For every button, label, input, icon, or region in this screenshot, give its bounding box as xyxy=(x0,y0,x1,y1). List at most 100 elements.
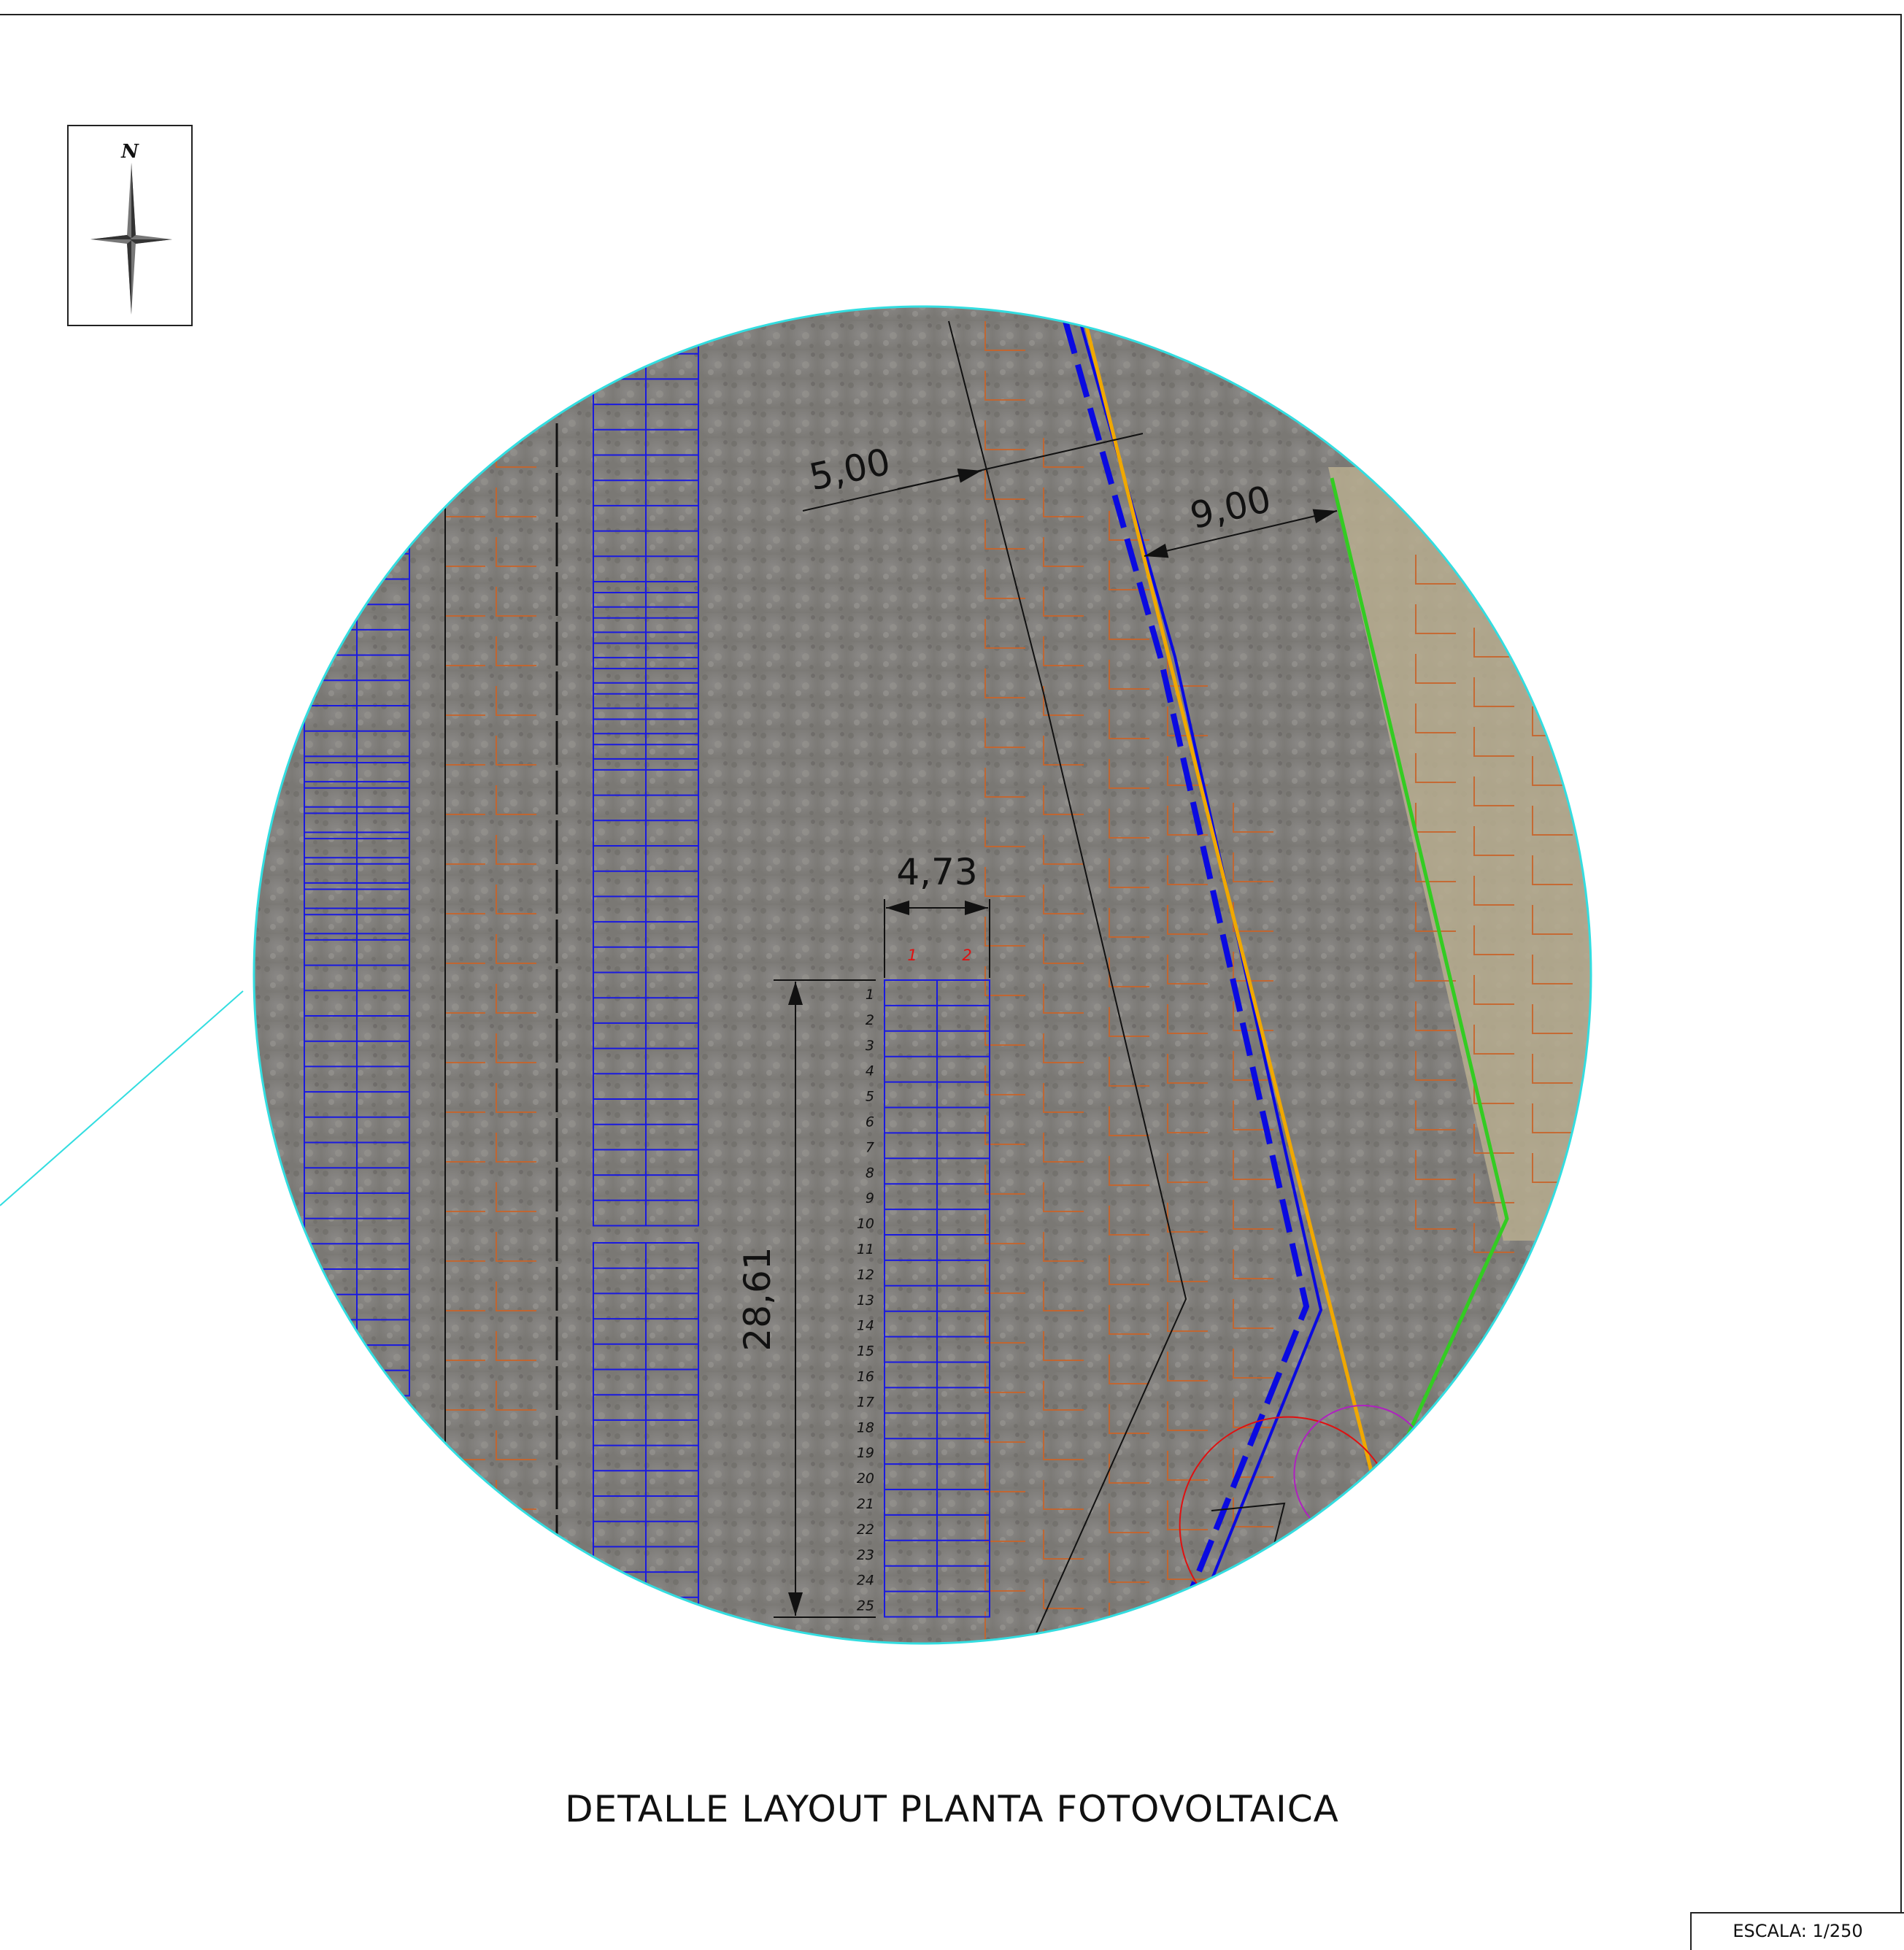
hatch-mark xyxy=(984,668,1025,698)
row-number-label: 23 xyxy=(857,1547,874,1563)
compass-rose-icon xyxy=(90,163,172,315)
hatch-mark xyxy=(984,817,1025,847)
hatch-mark xyxy=(1415,902,1456,932)
hatch-mark xyxy=(1532,657,1573,687)
site-boundary xyxy=(1330,477,1509,1435)
hatch-mark xyxy=(1167,1252,1208,1282)
scale-label: ESCALA: 1/250 xyxy=(1733,1921,1863,1941)
row-number-label: 9 xyxy=(866,1190,874,1206)
hatch-mark xyxy=(1233,1349,1273,1379)
viewport-circle xyxy=(253,305,1592,1645)
hatch-mark xyxy=(1109,809,1149,839)
row-number-label: 6 xyxy=(866,1114,874,1130)
hatch-mark xyxy=(1043,1083,1084,1113)
row-number-label: 18 xyxy=(857,1419,874,1435)
hatch-mark xyxy=(1043,1331,1084,1361)
hatch-mark xyxy=(496,1381,536,1411)
hatch-mark xyxy=(1233,803,1273,833)
access-curve-purple xyxy=(1293,1404,1417,1519)
hatch-mark xyxy=(496,1133,536,1163)
hatch-mark xyxy=(1109,1206,1149,1236)
hatch-mark xyxy=(984,1264,1025,1294)
hatch-mark xyxy=(1043,1381,1084,1411)
hatch-mark xyxy=(1109,908,1149,938)
hatch-mark xyxy=(1532,955,1573,984)
hatch-mark xyxy=(1167,855,1208,885)
panel-table xyxy=(304,762,410,1397)
hatch-mark xyxy=(496,885,536,914)
hatch-mark xyxy=(1109,709,1149,739)
hatch-mark xyxy=(1473,1174,1514,1203)
hatch-mark xyxy=(984,1363,1025,1393)
hatch-mark xyxy=(1167,955,1208,984)
hatch-mark xyxy=(1415,753,1456,783)
row-number-label: 3 xyxy=(866,1038,874,1054)
hatch-mark xyxy=(984,1214,1025,1244)
hatch-mark xyxy=(1532,1054,1573,1084)
hatch-mark xyxy=(496,1083,536,1113)
hatch-mark xyxy=(496,686,536,716)
hatch-mark xyxy=(1473,1025,1514,1055)
hatch-mark xyxy=(444,1480,485,1510)
hatch-mark xyxy=(984,420,1025,450)
dim-table-width: 4,73 xyxy=(896,851,977,893)
row-number-label: 22 xyxy=(857,1522,874,1538)
hatch-mark xyxy=(1167,1352,1208,1381)
row-number-label: 20 xyxy=(857,1471,874,1487)
dim-fence-setback-line xyxy=(1144,509,1338,558)
hatch-mark xyxy=(496,636,536,666)
hatch-mark xyxy=(1415,1200,1456,1230)
cable-trench xyxy=(1063,320,1310,1614)
hatch-mark xyxy=(1415,704,1456,733)
hatch-mark xyxy=(1109,957,1149,987)
hatch-mark xyxy=(1233,1150,1273,1180)
hatch-mark xyxy=(984,1016,1025,1046)
hatch-mark xyxy=(1415,654,1456,684)
row-number-label: 17 xyxy=(857,1394,874,1410)
hatch-mark xyxy=(984,917,1025,947)
hatch-mark xyxy=(496,1530,536,1560)
hatch-mark xyxy=(1167,1500,1208,1530)
dim-table-length: 28,61 xyxy=(736,1246,779,1351)
hatch-mark xyxy=(984,1065,1025,1095)
column-number-1: 1 xyxy=(907,947,917,964)
hatch-mark xyxy=(1233,852,1273,882)
hatch-mark xyxy=(444,1629,485,1643)
scale-box: ESCALA: 1/250 xyxy=(1690,1912,1904,1950)
hatch-mark xyxy=(1415,852,1456,882)
row-number-label: 25 xyxy=(857,1598,874,1614)
row-number-label: 21 xyxy=(857,1496,874,1512)
hatch-mark xyxy=(1043,1033,1084,1063)
hatch-mark xyxy=(1109,1156,1149,1186)
hatch-mark xyxy=(1532,756,1573,786)
hatch-mark xyxy=(1167,1004,1208,1034)
hatch-mark xyxy=(1473,876,1514,906)
hatch-mark xyxy=(444,1579,485,1609)
row-number-label: 8 xyxy=(866,1165,874,1181)
hatch-mark xyxy=(1532,1004,1573,1034)
hatch-mark xyxy=(1109,1404,1149,1434)
hatch-mark xyxy=(1043,934,1084,964)
hatch-mark xyxy=(984,966,1025,996)
hatch-mark xyxy=(1043,438,1084,468)
hatch-mark xyxy=(1167,905,1208,935)
hatch-mark xyxy=(1043,1232,1084,1262)
hatch-mark xyxy=(1043,835,1084,865)
aerial-viewport xyxy=(254,307,1591,1643)
hatch-mark xyxy=(1473,925,1514,955)
hatch-mark xyxy=(1473,677,1514,707)
hatch-mark xyxy=(444,438,485,468)
hatch-mark xyxy=(1043,636,1084,666)
hatch-mark xyxy=(1167,1103,1208,1133)
parcel-boundary xyxy=(948,320,1187,1643)
hatch-mark xyxy=(984,768,1025,798)
hatch-mark xyxy=(1043,1182,1084,1212)
hatch-mark xyxy=(1109,1305,1149,1335)
hatch-mark xyxy=(496,1033,536,1063)
hatch-mark xyxy=(1043,1430,1084,1460)
hatch-mark xyxy=(1043,1282,1084,1311)
hatch-mark xyxy=(496,1579,536,1609)
hatch-mark xyxy=(496,587,536,617)
hatch-mark xyxy=(1167,1203,1208,1233)
